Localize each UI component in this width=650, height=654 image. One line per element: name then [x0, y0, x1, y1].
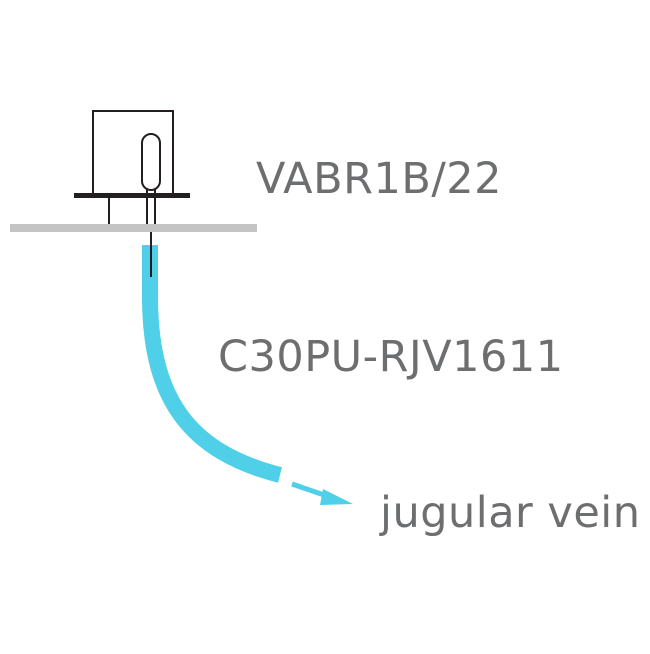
- port-model-label: VABR1B/22: [256, 154, 503, 204]
- port-flange: [74, 193, 190, 198]
- port-device: [74, 110, 190, 277]
- skin-line: [10, 224, 257, 232]
- catheter-model-label: C30PU-RJV1611: [218, 332, 564, 382]
- port-reservoir: [141, 133, 161, 191]
- catheter-arrowhead-icon: [320, 489, 353, 505]
- catheter-dash-segment: [291, 481, 328, 499]
- catheter-tube: [142, 245, 282, 483]
- target-vessel-label: jugular vein: [380, 488, 641, 538]
